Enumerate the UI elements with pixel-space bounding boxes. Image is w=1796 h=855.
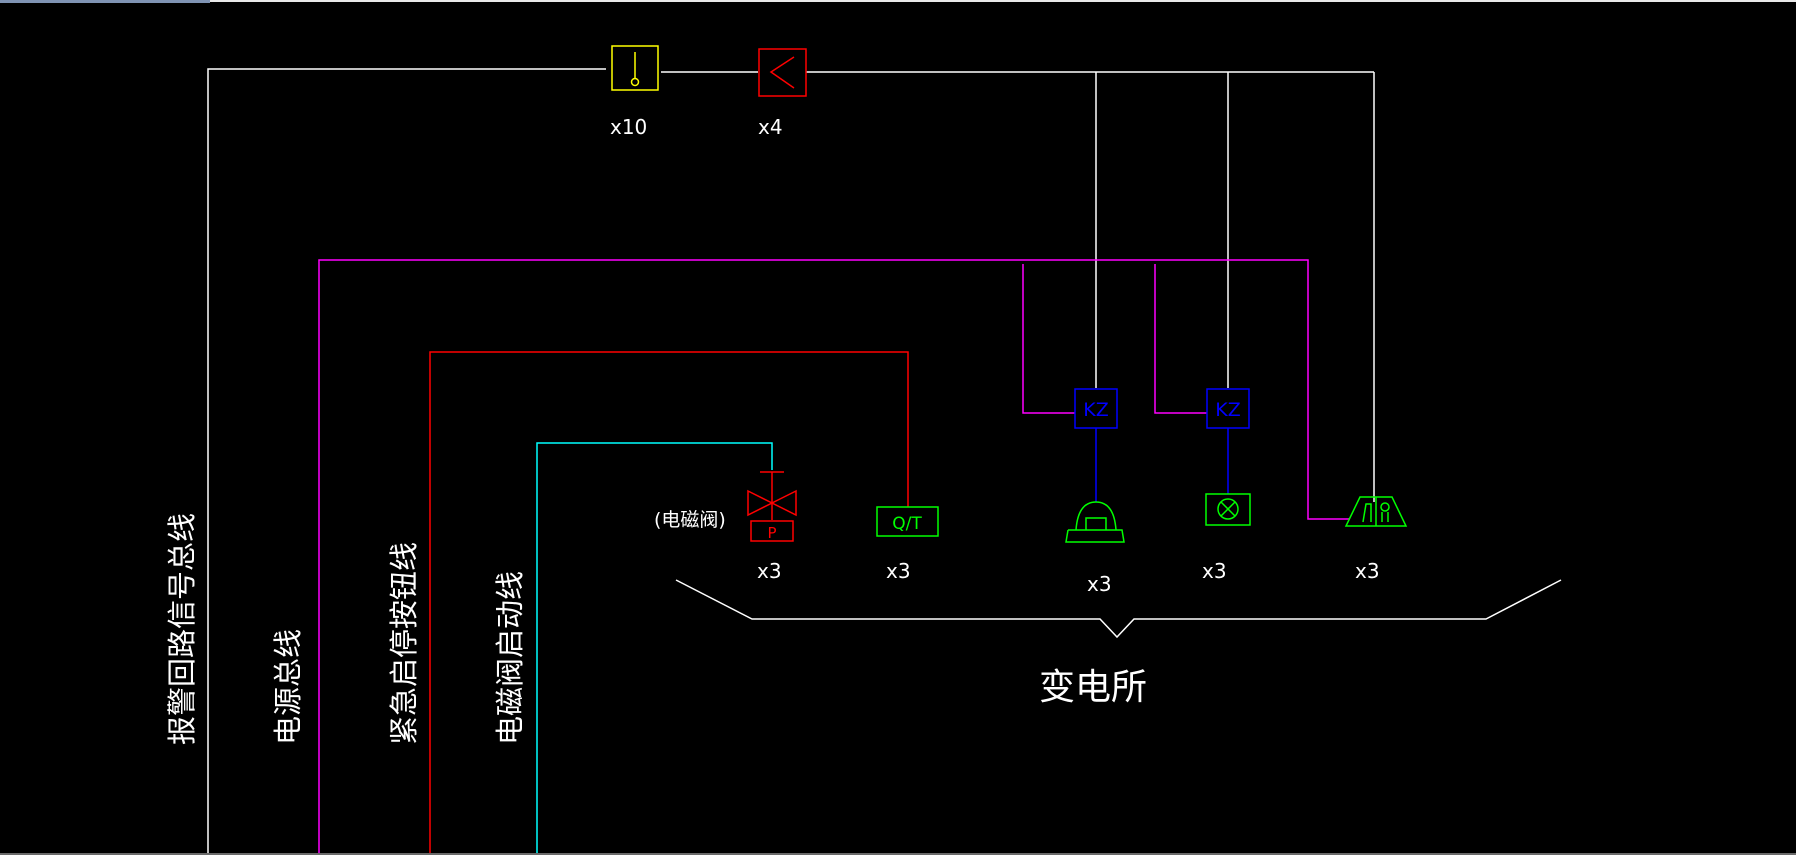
window-bottom-edge — [0, 853, 1796, 855]
valve-p-label: P — [767, 524, 776, 542]
area-brace — [675, 579, 1562, 639]
power-bus — [318, 259, 1349, 855]
sign-count: x3 — [1355, 559, 1380, 583]
emergency-button-count: x3 — [886, 559, 911, 583]
sounder-count: x3 — [1087, 572, 1112, 596]
valve-count: x3 — [757, 559, 782, 583]
release-sign-icon — [1344, 496, 1408, 527]
detector-count: x10 — [610, 115, 647, 139]
smoke-detector-icon — [611, 45, 659, 91]
bus-label-emergency-stop: 紧急启停按钮线 — [387, 542, 421, 745]
valve-note: (电磁阀) — [654, 509, 726, 531]
valve-start-line — [536, 442, 773, 855]
flame-detector-icon — [758, 48, 807, 97]
emergency-button-icon — [876, 506, 939, 537]
area-label: 变电所 — [1039, 667, 1147, 708]
bus-label-alarm-signal: 报警回路信号总线 — [165, 513, 199, 745]
sounder-icon — [1065, 501, 1125, 543]
control-module-2 — [1206, 388, 1250, 494]
control-module-1-label: KZ — [1083, 399, 1108, 421]
emergency-button-label: Q/T — [892, 514, 922, 534]
bus-label-valve-start: 电磁阀启动线 — [493, 571, 527, 745]
flame-detector-count: x4 — [758, 115, 783, 139]
strobe-light-icon — [1205, 493, 1251, 526]
emergency-stop-line — [429, 351, 909, 855]
solenoid-valve-icon — [747, 471, 797, 542]
window-tab-edge — [0, 0, 210, 3]
control-module-1 — [1074, 388, 1118, 502]
bus-label-power: 电源总线 — [271, 629, 305, 745]
strobe-count: x3 — [1202, 559, 1227, 583]
window-top-edge — [0, 0, 1796, 2]
alarm-signal-bus — [207, 68, 1375, 855]
control-module-2-label: KZ — [1215, 399, 1240, 421]
